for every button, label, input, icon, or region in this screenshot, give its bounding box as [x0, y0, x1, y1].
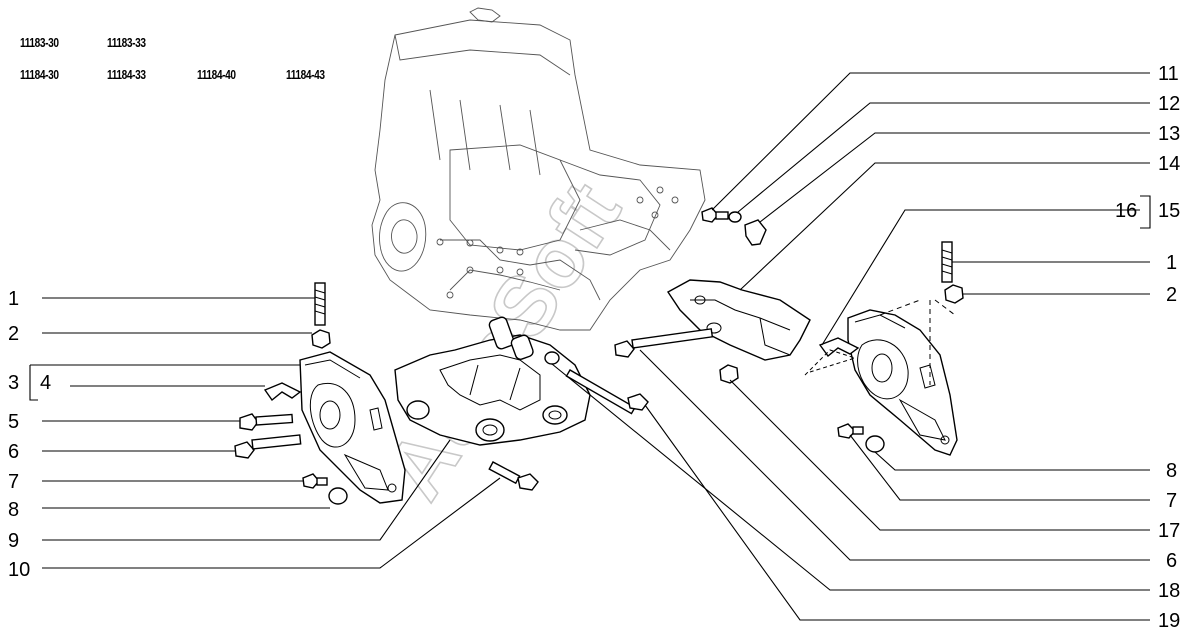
callout-2-right: 2	[1166, 284, 1177, 306]
model-code-11184-40: 11184-40	[197, 67, 236, 82]
model-code-11184-30: 11184-30	[20, 67, 59, 82]
right-bolt-7	[837, 423, 864, 439]
left-stud	[314, 282, 326, 326]
left-nut	[311, 329, 331, 349]
model-code-11184-33: 11184-33	[107, 67, 146, 82]
callout-12: 12	[1158, 93, 1180, 115]
callout-13: 13	[1158, 123, 1180, 145]
callout-17: 17	[1158, 520, 1180, 542]
right-washer-8	[865, 435, 885, 453]
left-mount-bracket	[299, 351, 406, 504]
callout-6-left: 6	[8, 441, 19, 463]
callout-15: 15	[1158, 200, 1180, 222]
callout-1-right: 1	[1166, 252, 1177, 274]
center-support-bracket	[394, 316, 591, 446]
left-washer	[328, 487, 348, 505]
callout-8-right: 8	[1166, 460, 1177, 482]
left-bolt-6	[234, 434, 302, 459]
callout-11: 11	[1158, 63, 1179, 85]
callout-4: 4	[40, 372, 51, 394]
callout-16: 16	[1115, 200, 1137, 222]
callout-7-left: 7	[8, 471, 19, 493]
right-long-bolt	[614, 328, 714, 358]
callout-5: 5	[8, 411, 19, 433]
model-code-11184-43: 11184-43	[286, 67, 325, 82]
right-callout-numbers: 11 12 13 14 16 15 1 2 8 7 17 6 18 19	[1115, 63, 1180, 632]
callout-9: 9	[8, 530, 19, 552]
right-stud	[941, 241, 953, 283]
center-bolt	[488, 461, 539, 491]
left-callout-numbers: 1 2 3 4 5 6 7 8 9 10	[8, 288, 51, 581]
callout-8-left: 8	[8, 499, 19, 521]
callout-3: 3	[8, 372, 19, 394]
left-bolt-5	[239, 413, 294, 431]
right-leader-lines	[551, 72, 1151, 621]
left-leader-lines	[29, 297, 501, 569]
callout-14: 14	[1158, 153, 1180, 175]
right-mount-bracket	[847, 309, 958, 456]
left-bolt-7	[302, 473, 328, 489]
right-gearbox-bracket	[666, 279, 811, 361]
right-mount-dashed-guide	[879, 299, 956, 385]
clip-13	[744, 219, 767, 246]
right-nut-17	[719, 364, 739, 384]
center-washer	[544, 351, 560, 365]
right-mount-dashed-outline	[804, 349, 857, 376]
left-lever	[263, 382, 302, 402]
callout-6-right: 6	[1166, 550, 1177, 572]
callout-1-left: 1	[8, 288, 19, 310]
small-bolt-11	[701, 207, 729, 223]
engine-gearbox-outline	[371, 7, 706, 331]
washer-12	[728, 211, 742, 223]
long-bolt	[565, 369, 649, 415]
callout-2-left: 2	[8, 323, 19, 345]
callout-19: 19	[1158, 610, 1180, 632]
callout-18: 18	[1158, 580, 1180, 602]
callout-10: 10	[8, 559, 30, 581]
model-code-11183-30: 11183-30	[20, 35, 59, 50]
model-code-11183-33: 11183-33	[107, 35, 146, 50]
right-lever-16	[818, 337, 860, 358]
right-nut	[944, 284, 964, 304]
callout-7-right: 7	[1166, 490, 1177, 512]
